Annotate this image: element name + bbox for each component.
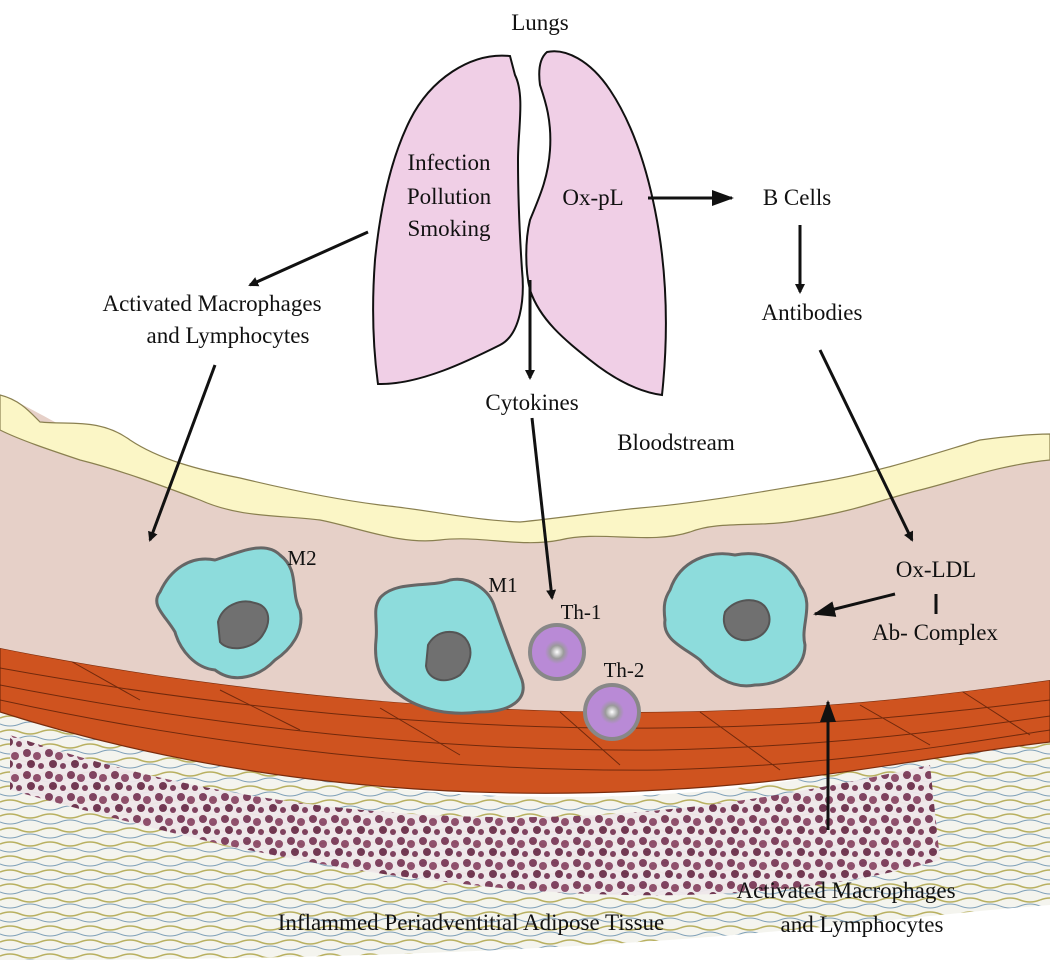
label-infection: Infection — [407, 150, 491, 175]
nucleus — [424, 630, 472, 682]
label-ab-complex: Ab- Complex — [872, 620, 998, 645]
label-oxpl: Ox-pL — [562, 185, 623, 210]
arrow-lungs-to-activated — [248, 230, 369, 287]
vessel-wall — [0, 395, 1050, 712]
label-cytokines: Cytokines — [485, 390, 578, 415]
arrow-antibodies-to-oxldl — [818, 349, 914, 542]
label-antibodies: Antibodies — [762, 300, 863, 325]
label-smoking: Smoking — [407, 216, 491, 241]
label-activated-top-2: and Lymphocytes — [147, 323, 310, 348]
label-m1: M1 — [488, 573, 517, 597]
label-th2: Th-2 — [604, 658, 645, 682]
nucleus — [216, 600, 270, 650]
macrophage-right — [662, 552, 809, 688]
label-activated-bottom-1: Activated Macrophages — [736, 878, 955, 903]
endothelium-layer — [0, 394, 1050, 544]
label-pollution: Pollution — [407, 184, 492, 209]
lymphocyte-th2 — [583, 683, 641, 741]
macrophage-m1 — [374, 577, 525, 715]
nucleus — [722, 599, 771, 642]
arrow-activated-to-m2 — [148, 364, 217, 542]
tissue-bottom — [0, 700, 1050, 960]
arrow-oxldl-to-macrophage — [813, 592, 896, 617]
label-b-cells: B Cells — [763, 185, 831, 210]
lymphocyte-th1 — [528, 623, 586, 681]
adipose-tissue — [10, 735, 940, 896]
label-th1: Th-1 — [561, 600, 602, 624]
right-lung — [525, 50, 667, 397]
macrophage-m2 — [155, 546, 303, 680]
left-lung — [372, 54, 524, 386]
label-ox-ldl: Ox-LDL — [896, 557, 976, 582]
arrow-cytokines-to-th1 — [530, 417, 557, 600]
label-activated-bottom-2: and Lymphocytes — [781, 912, 944, 937]
label-adipose-tissue: Inflammed Periadventitial Adipose Tissue — [278, 910, 665, 935]
label-m2: M2 — [287, 546, 316, 570]
label-lungs: Lungs — [511, 10, 569, 35]
label-bloodstream: Bloodstream — [617, 430, 735, 455]
label-activated-top-1: Activated Macrophages — [102, 291, 321, 316]
